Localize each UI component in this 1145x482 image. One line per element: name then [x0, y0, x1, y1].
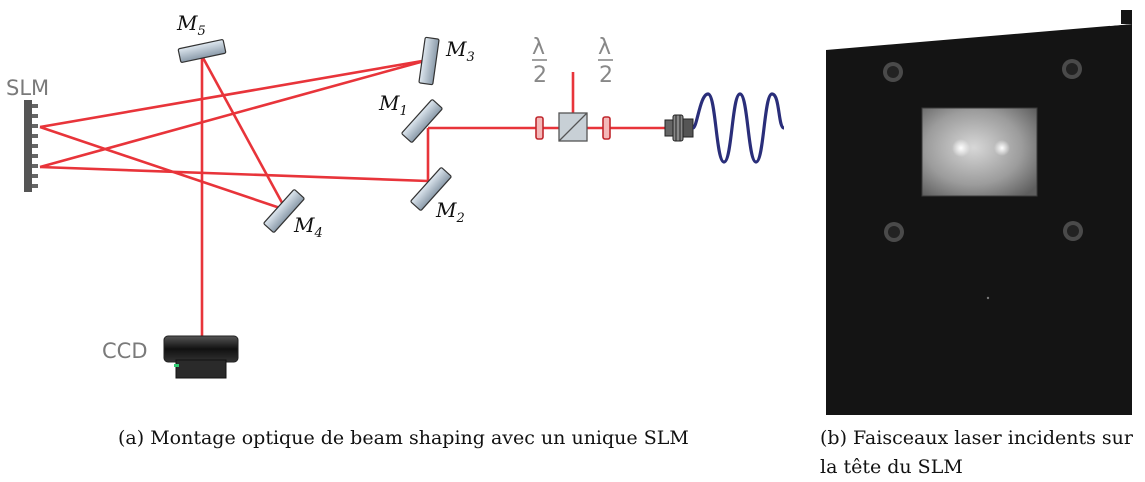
beam-slm-to-m4 — [39, 125, 287, 212]
half-wave-plate-left — [535, 116, 544, 140]
slm-head-photo — [826, 10, 1132, 415]
slm-label: SLM — [6, 76, 49, 100]
caption-b: (b) Faisceaux laser incidents sur la têt… — [820, 424, 1145, 482]
mirror-m1 — [401, 99, 443, 143]
svg-text:2: 2 — [599, 63, 613, 88]
mirror-m2 — [410, 167, 452, 211]
waveplate-label-left: λ 2 — [532, 35, 547, 88]
label-m3: M3 — [445, 37, 475, 65]
label-m2: M2 — [435, 198, 465, 226]
label-m1: M1 — [378, 91, 408, 119]
svg-text:λ: λ — [532, 35, 545, 60]
mirror-m5 — [177, 39, 227, 63]
mirror-m3 — [418, 36, 440, 86]
slm-panel — [921, 107, 1038, 197]
ccd-label: CCD — [102, 339, 148, 363]
fiber-collimator — [664, 114, 694, 142]
slm-device — [24, 100, 38, 192]
waveplate-label-right: λ 2 — [598, 35, 613, 88]
laser-spot-right — [994, 140, 1010, 156]
screw-bottom-right — [1063, 221, 1083, 241]
label-m5: M5 — [176, 11, 206, 39]
caption-b-line2: la tête du SLM — [820, 456, 963, 478]
screw-top-right — [1062, 59, 1082, 79]
optical-fiber-coil — [691, 92, 786, 164]
half-wave-plate-right — [602, 116, 611, 140]
laser-beams — [39, 55, 665, 336]
svg-text:2: 2 — [533, 63, 547, 88]
label-m4: M4 — [293, 213, 323, 241]
laser-spot-left — [952, 139, 970, 157]
ccd-camera — [163, 335, 239, 379]
caption-b-line1: (b) Faisceaux laser incidents sur — [820, 427, 1133, 449]
polarizing-beam-splitter — [558, 112, 588, 142]
screw-top-left — [883, 62, 903, 82]
beam-m3-to-slm — [39, 58, 429, 129]
svg-text:λ: λ — [598, 35, 611, 60]
caption-a: (a) Montage optique de beam shaping avec… — [118, 427, 689, 449]
beam-m4-to-m5 — [200, 55, 288, 211]
mirror-m4 — [263, 189, 305, 233]
screw-bottom-left — [884, 222, 904, 242]
beam-m2-to-slm — [39, 165, 429, 183]
